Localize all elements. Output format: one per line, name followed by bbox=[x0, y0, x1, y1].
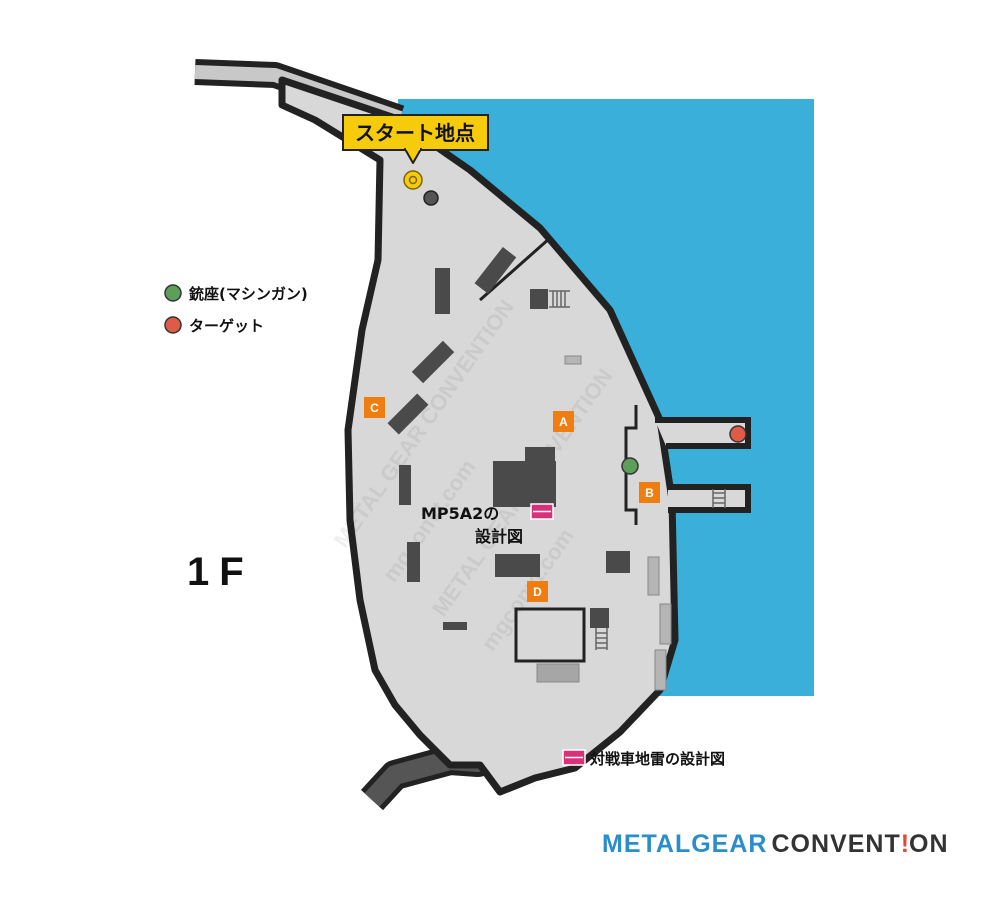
brand-logo-part: ON bbox=[909, 830, 949, 858]
building bbox=[399, 465, 411, 505]
area-marker-c: C bbox=[364, 397, 385, 418]
floor-label: 1F bbox=[187, 550, 254, 594]
building bbox=[590, 608, 609, 628]
ladder-icon bbox=[549, 290, 570, 308]
marker-box bbox=[553, 411, 574, 432]
building bbox=[411, 340, 455, 384]
legend: 銃座(マシンガン) ターゲット bbox=[164, 284, 308, 335]
island-ground bbox=[278, 76, 679, 796]
marker-letter: B bbox=[645, 486, 654, 500]
light-structures bbox=[564, 355, 672, 691]
ladder-icon bbox=[712, 489, 726, 508]
blueprint-mp5: MP5A2の 設計図 bbox=[421, 503, 554, 546]
building bbox=[443, 622, 467, 630]
legend-label: 銃座(マシンガン) bbox=[189, 285, 308, 303]
ladder bbox=[549, 290, 726, 650]
start-point-icon-inner bbox=[408, 175, 418, 185]
building bbox=[474, 246, 517, 294]
area-marker-d: D bbox=[527, 581, 548, 602]
start-point-pointer-patch bbox=[406, 146, 420, 150]
container bbox=[647, 556, 660, 596]
blueprint-antitank: 対戦車地雷の設計図 bbox=[562, 749, 725, 768]
enemy-icon bbox=[423, 190, 439, 206]
container bbox=[654, 649, 667, 691]
low-structure bbox=[536, 663, 580, 683]
open-structure bbox=[514, 607, 586, 663]
building bbox=[530, 289, 548, 309]
legend-label: ターゲット bbox=[189, 317, 264, 335]
machine-gun-icon bbox=[621, 457, 639, 475]
blueprint-label: MP5A2の bbox=[421, 504, 499, 523]
marker-box bbox=[364, 397, 385, 418]
small-crate bbox=[564, 355, 582, 365]
ladder-icon bbox=[595, 628, 608, 650]
building bbox=[606, 551, 630, 573]
buildings bbox=[387, 246, 630, 630]
building bbox=[435, 268, 450, 314]
legend-machine-gun-icon bbox=[164, 284, 182, 302]
start-point-label: スタート地点 bbox=[355, 121, 475, 145]
start-point: スタート地点 bbox=[342, 114, 489, 190]
blueprint-label: 対戦車地雷の設計図 bbox=[589, 750, 725, 768]
legend-target-icon bbox=[164, 316, 182, 334]
target-icon bbox=[729, 425, 747, 443]
building bbox=[493, 461, 556, 507]
pier-upper bbox=[655, 417, 751, 449]
interior-wall bbox=[479, 236, 551, 302]
marker-box bbox=[639, 482, 660, 503]
brand-logo-part: ! bbox=[901, 830, 909, 858]
brand-logo-part: CONVENT bbox=[771, 830, 900, 858]
container bbox=[659, 603, 672, 645]
marker-letter: C bbox=[370, 401, 379, 415]
marker-letter: D bbox=[533, 585, 542, 599]
area-marker-a: A bbox=[553, 411, 574, 432]
building bbox=[407, 542, 420, 582]
start-point-icon bbox=[403, 170, 423, 190]
building bbox=[525, 447, 555, 462]
blueprint-label: 設計図 bbox=[475, 527, 523, 546]
area-marker-b: B bbox=[639, 482, 660, 503]
building bbox=[387, 393, 429, 435]
marker-box bbox=[527, 581, 548, 602]
start-point-label-box bbox=[342, 114, 489, 151]
marker-letter: A bbox=[559, 415, 568, 429]
pier-lower bbox=[668, 484, 751, 513]
building bbox=[495, 554, 540, 577]
brand-logo-part: METALGEAR bbox=[602, 830, 767, 858]
